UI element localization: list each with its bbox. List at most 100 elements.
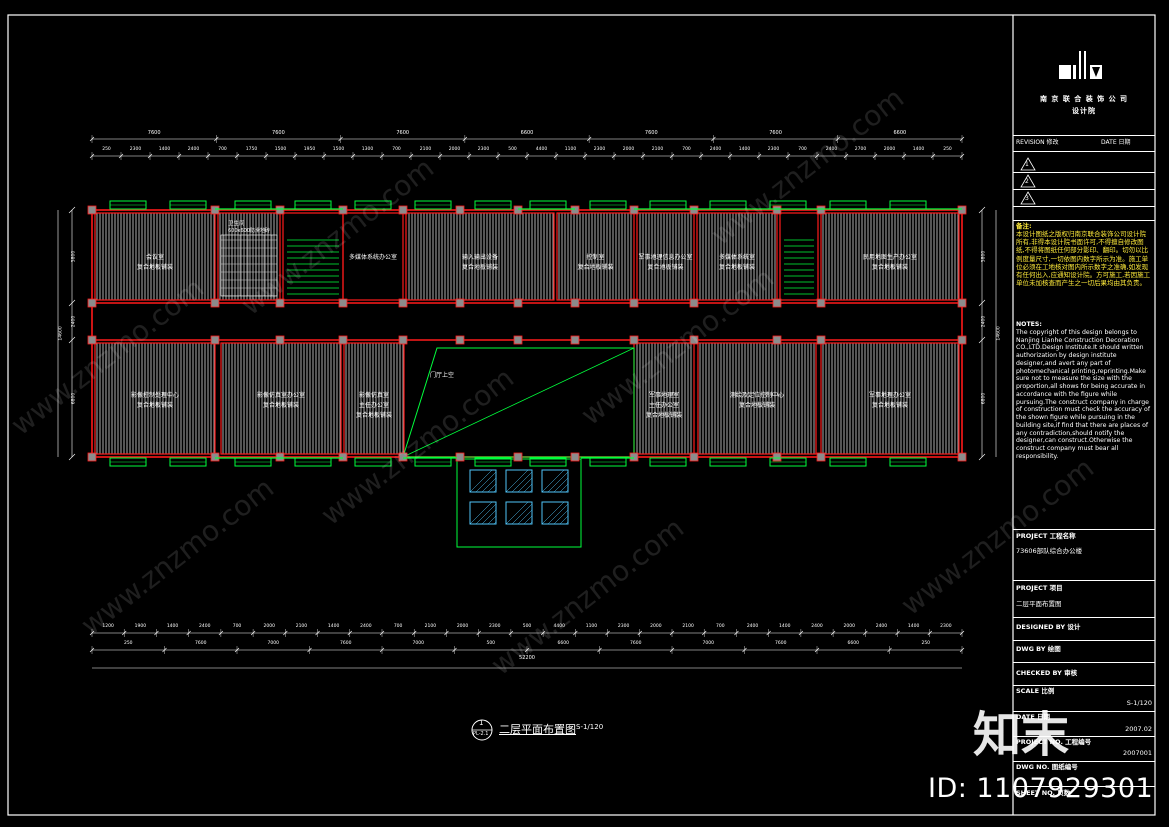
plan-title: 二层平面布置图 xyxy=(499,723,576,736)
lobby-diagonal xyxy=(402,347,635,458)
notes-heading: 备注: xyxy=(1016,222,1032,230)
column xyxy=(338,335,348,345)
brand-watermark: 知末 xyxy=(973,707,1070,763)
dim-top-major-label: 6600 xyxy=(520,130,534,136)
wc-tiles xyxy=(220,234,278,297)
dim-bottom-minor-label: 2400 xyxy=(199,624,211,629)
side-dim-label: 5800 xyxy=(981,250,987,262)
porch-skylight xyxy=(541,469,569,493)
scale-label: SCALE 比例 xyxy=(1016,687,1055,695)
dim-top-minor-label: 1300 xyxy=(361,147,374,152)
notes-en-text: The copyright of this design belongs to … xyxy=(1016,328,1150,460)
column xyxy=(455,335,465,345)
column xyxy=(957,335,967,345)
column xyxy=(513,298,523,308)
column xyxy=(957,452,967,462)
dim-bottom-minor-label: 1400 xyxy=(166,624,179,629)
bottom-room-4 xyxy=(697,342,817,455)
dim-bottom-minor-label: 2000 xyxy=(650,624,662,629)
dim-bottom-minor-label: 700 xyxy=(393,624,403,629)
top-room-8 xyxy=(779,212,819,301)
dim-top-major-label: 7600 xyxy=(147,130,161,136)
bottom-room-floor: 复合地板铺装 xyxy=(262,402,300,409)
dim-bottom-major-label: 7600 xyxy=(195,641,207,646)
designed-by-label: DESIGNED BY 设计 xyxy=(1016,623,1081,631)
porch-hatch xyxy=(559,483,569,493)
column xyxy=(513,452,523,462)
dim-bottom-minor-label: 4400 xyxy=(553,624,565,629)
bottom-room-name: 影像控制处理中心 xyxy=(130,392,180,399)
side-dim-tick xyxy=(978,453,986,461)
porch-hatch xyxy=(481,477,497,493)
top-room-name: 多媒体系统室 xyxy=(718,254,756,261)
top-room-name: 输入输出设备 xyxy=(461,254,499,261)
dim-bottom-major-label: 250 xyxy=(123,641,133,646)
dim-bottom-major-label: 7600 xyxy=(630,641,642,646)
dim-top-minor-label: 2300 xyxy=(767,147,780,152)
dim-bottom-minor-label: 1200 xyxy=(102,624,114,629)
porch-hatch xyxy=(553,509,569,525)
dim-top-minor-label: 1500 xyxy=(274,147,287,152)
dim-top-minor-label: 250 xyxy=(102,147,111,152)
dim-bottom-minor-label: 1900 xyxy=(134,624,147,629)
column xyxy=(513,335,523,345)
project-name-label: PROJECT 工程名称 xyxy=(1016,532,1076,540)
dim-top-minor-label: 2000 xyxy=(448,147,461,152)
column xyxy=(570,298,580,308)
dim-top-major-label: 6600 xyxy=(893,130,907,136)
notes-cn-text: 本设计图纸之版权归南京联合装饰公司设计院所有,非得本设计院书面许可,不得擅自修改… xyxy=(1016,230,1151,287)
column xyxy=(570,335,580,345)
bottom-room-2 xyxy=(343,342,405,455)
notes-en: NOTES: The copyright of this design belo… xyxy=(1016,321,1152,461)
revision-divider xyxy=(1013,172,1155,173)
top-room-9 xyxy=(820,212,960,301)
column xyxy=(455,205,465,215)
column xyxy=(816,205,826,215)
plan-scale: S-1/120 xyxy=(576,723,604,731)
porch-hatch xyxy=(475,471,497,493)
top-room-floor: 复合地板铺装 xyxy=(461,264,499,271)
dim-bottom-major-label: 250 xyxy=(921,641,931,646)
dim-top-minor-label: 700 xyxy=(798,147,807,152)
column xyxy=(772,298,782,308)
bottom-room-0 xyxy=(94,342,216,455)
dim-bottom-minor-label: 500 xyxy=(522,624,532,629)
revision-number: 1 xyxy=(1025,161,1029,168)
lobby-label: 门厅上空 xyxy=(430,372,455,379)
dim-bottom-major-label: 7000 xyxy=(412,641,424,646)
top-room-name: 民用地图生产办公室 xyxy=(862,254,918,261)
dim-top-minor-label: 2300 xyxy=(593,147,606,152)
column xyxy=(338,452,348,462)
dim-bottom-minor-label: 2400 xyxy=(811,624,823,629)
revision-divider xyxy=(1013,189,1155,190)
porch-hatch xyxy=(469,469,493,493)
column xyxy=(398,335,408,345)
porch-hatch xyxy=(523,483,533,493)
column xyxy=(275,205,285,215)
title-circle-icon xyxy=(471,719,493,741)
dim-top-minor-label: 2300 xyxy=(477,147,490,152)
top-room-name: 会议室 xyxy=(145,254,165,261)
side-dim-label: 6800 xyxy=(71,392,77,404)
porch-hatch xyxy=(553,477,569,493)
column xyxy=(87,452,97,462)
porch-skylight xyxy=(541,501,569,525)
dim-top-minor-label: 1400 xyxy=(912,147,925,152)
porch-hatch xyxy=(559,515,569,525)
column xyxy=(338,205,348,215)
dwg-no-label: DWG NO. 图纸编号 xyxy=(1016,763,1078,771)
dim-top-major-label: 7600 xyxy=(396,130,410,136)
dim-bottom-minor-label: 1400 xyxy=(779,624,791,629)
bottom-room-name: 军事地理办公室 xyxy=(868,392,912,399)
side-dim-label: 2400 xyxy=(981,315,987,327)
checked-by-label: CHECKED BY 审核 xyxy=(1016,669,1078,677)
column xyxy=(87,205,97,215)
dim-top-minor-label: 700 xyxy=(682,147,691,152)
top-room-floor: 复合地板铺装 xyxy=(136,264,174,271)
dim-top-minor-label: 1400 xyxy=(158,147,171,152)
porch-hatch xyxy=(511,471,533,493)
company-name: 南 京 联 合 装 饰 公 司 xyxy=(1039,95,1129,103)
porch-hatch xyxy=(511,503,533,525)
porch-hatch xyxy=(541,469,565,493)
